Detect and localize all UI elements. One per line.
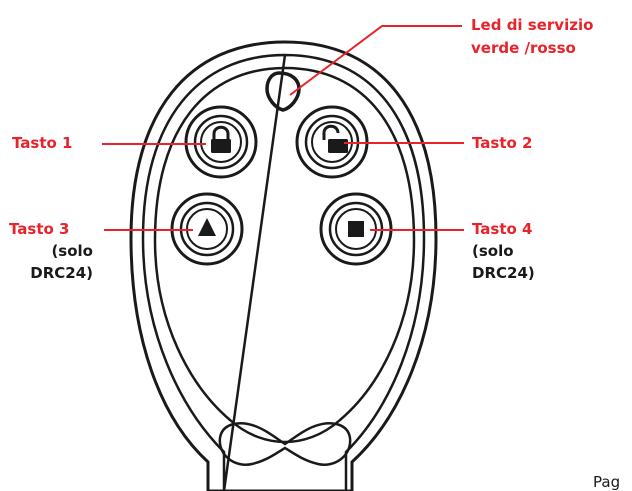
tasto3-note-line1: (solo <box>9 242 93 261</box>
led-label-line2: verde /rosso <box>471 39 576 58</box>
page-label: Pag <box>593 473 620 491</box>
keyring-hole <box>220 423 350 464</box>
tasto3-note-line2: DRC24) <box>9 264 93 283</box>
tasto4-note-line2: DRC24) <box>472 264 535 283</box>
tasto3-label: Tasto 3 <box>9 220 69 239</box>
led-leader-line <box>290 26 462 95</box>
led-label-line1: Led di servizio <box>471 16 593 35</box>
stop-square-icon <box>348 221 364 237</box>
tasto2-label: Tasto 2 <box>472 134 532 153</box>
tasto4-label: Tasto 4 <box>472 220 532 239</box>
tasto4-note-line1: (solo <box>472 242 514 261</box>
tasto1-label: Tasto 1 <box>12 134 72 153</box>
